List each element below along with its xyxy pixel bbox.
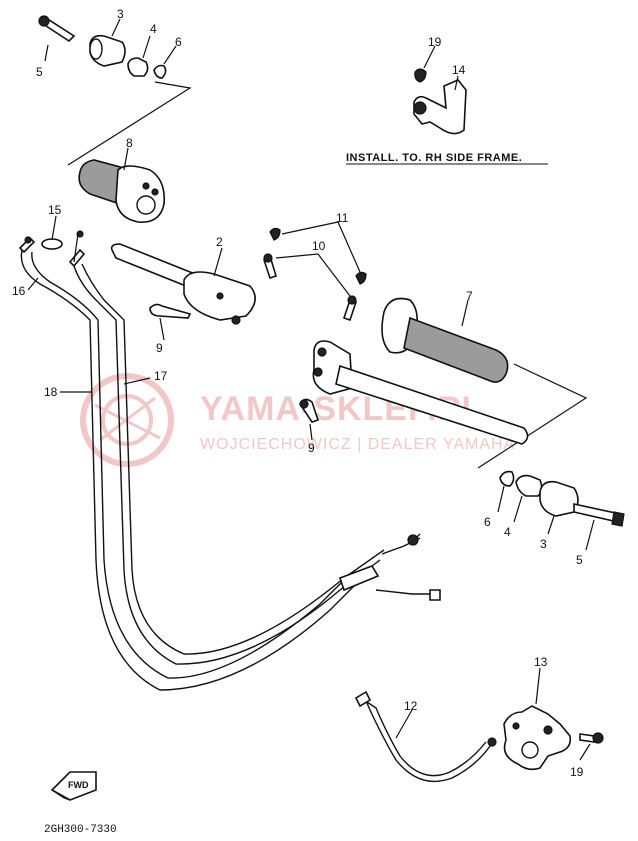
bar-end-set-upper: 3 4 5 6 <box>36 7 192 166</box>
throttle-cables: 18 17 <box>20 249 441 691</box>
right-grip <box>403 316 509 383</box>
callout-11: 11 <box>336 211 349 225</box>
rh-bracket-assembly: 19 14 INSTALL. TO. RH SIDE FRAME. <box>346 35 548 165</box>
callout-19-upper: 19 <box>428 35 442 49</box>
choke-lever-assembly: 13 19 <box>503 655 604 779</box>
left-handlebar-assembly: 2 9 <box>110 235 256 355</box>
callout-7: 7 <box>466 289 473 303</box>
cable-18 <box>20 249 361 691</box>
callout-18: 18 <box>44 385 58 399</box>
lever-housing-13 <box>503 705 572 771</box>
diagram-code: 2GH300-7330 <box>44 824 117 836</box>
watermark-sub-text: WOJCIECHOWICZ | DEALER YAMAHA <box>200 436 515 453</box>
bolts-10-11: 11 10 <box>263 211 367 322</box>
adjuster-washer <box>41 238 63 250</box>
callout-3-lower: 3 <box>540 537 547 551</box>
callout-14: 14 <box>452 63 466 77</box>
fwd-arrow-label: FWD <box>68 780 89 790</box>
callout-19-lower: 19 <box>570 765 584 779</box>
washer-lower <box>499 470 515 487</box>
left-grip-assembly: 8 <box>78 136 166 223</box>
cable-17 <box>73 265 381 665</box>
callout-10: 10 <box>312 239 326 253</box>
callout-12: 12 <box>404 699 418 713</box>
callout-5-lower: 5 <box>576 553 583 567</box>
fwd-arrow: FWD <box>50 771 97 801</box>
callout-8: 8 <box>126 136 133 150</box>
right-grip-assembly: 7 <box>381 289 588 469</box>
collar-lower <box>515 474 543 497</box>
callout-2: 2 <box>216 235 223 249</box>
cable-12 <box>363 695 491 783</box>
callout-6-upper: 6 <box>175 35 182 49</box>
washer-upper <box>153 64 167 79</box>
callout-3-upper: 3 <box>117 7 124 21</box>
callout-4-lower: 4 <box>504 525 511 539</box>
right-handlebar-assembly: 9 <box>299 340 529 455</box>
callout-15: 15 <box>48 203 62 217</box>
watermark: YAMA-SKLEP.PL WOJCIECHOWICZ | DEALER YAM… <box>80 373 515 467</box>
callout-9-left: 9 <box>156 341 163 355</box>
collar-upper <box>127 57 149 77</box>
cable-end-fittings: 15 16 <box>12 203 86 298</box>
bolt-9-left <box>149 303 192 319</box>
callout-17: 17 <box>154 369 168 383</box>
install-note: INSTALL. TO. RH SIDE FRAME. <box>346 152 522 164</box>
bracket-14 <box>413 79 467 135</box>
choke-cable-assembly: 12 <box>354 690 497 783</box>
callout-6-lower: 6 <box>484 515 491 529</box>
bar-end-set-lower: 6 4 3 5 <box>484 470 625 567</box>
callout-4-upper: 4 <box>150 22 157 36</box>
bar-end-weight-lower <box>539 480 579 517</box>
bolt-19-upper <box>414 68 427 83</box>
right-handlebar <box>335 364 529 445</box>
bolt-19-lower <box>592 732 604 744</box>
callout-16: 16 <box>12 284 26 298</box>
callout-5-upper: 5 <box>36 65 43 79</box>
callout-13: 13 <box>534 655 548 669</box>
callout-9-right: 9 <box>308 441 315 455</box>
